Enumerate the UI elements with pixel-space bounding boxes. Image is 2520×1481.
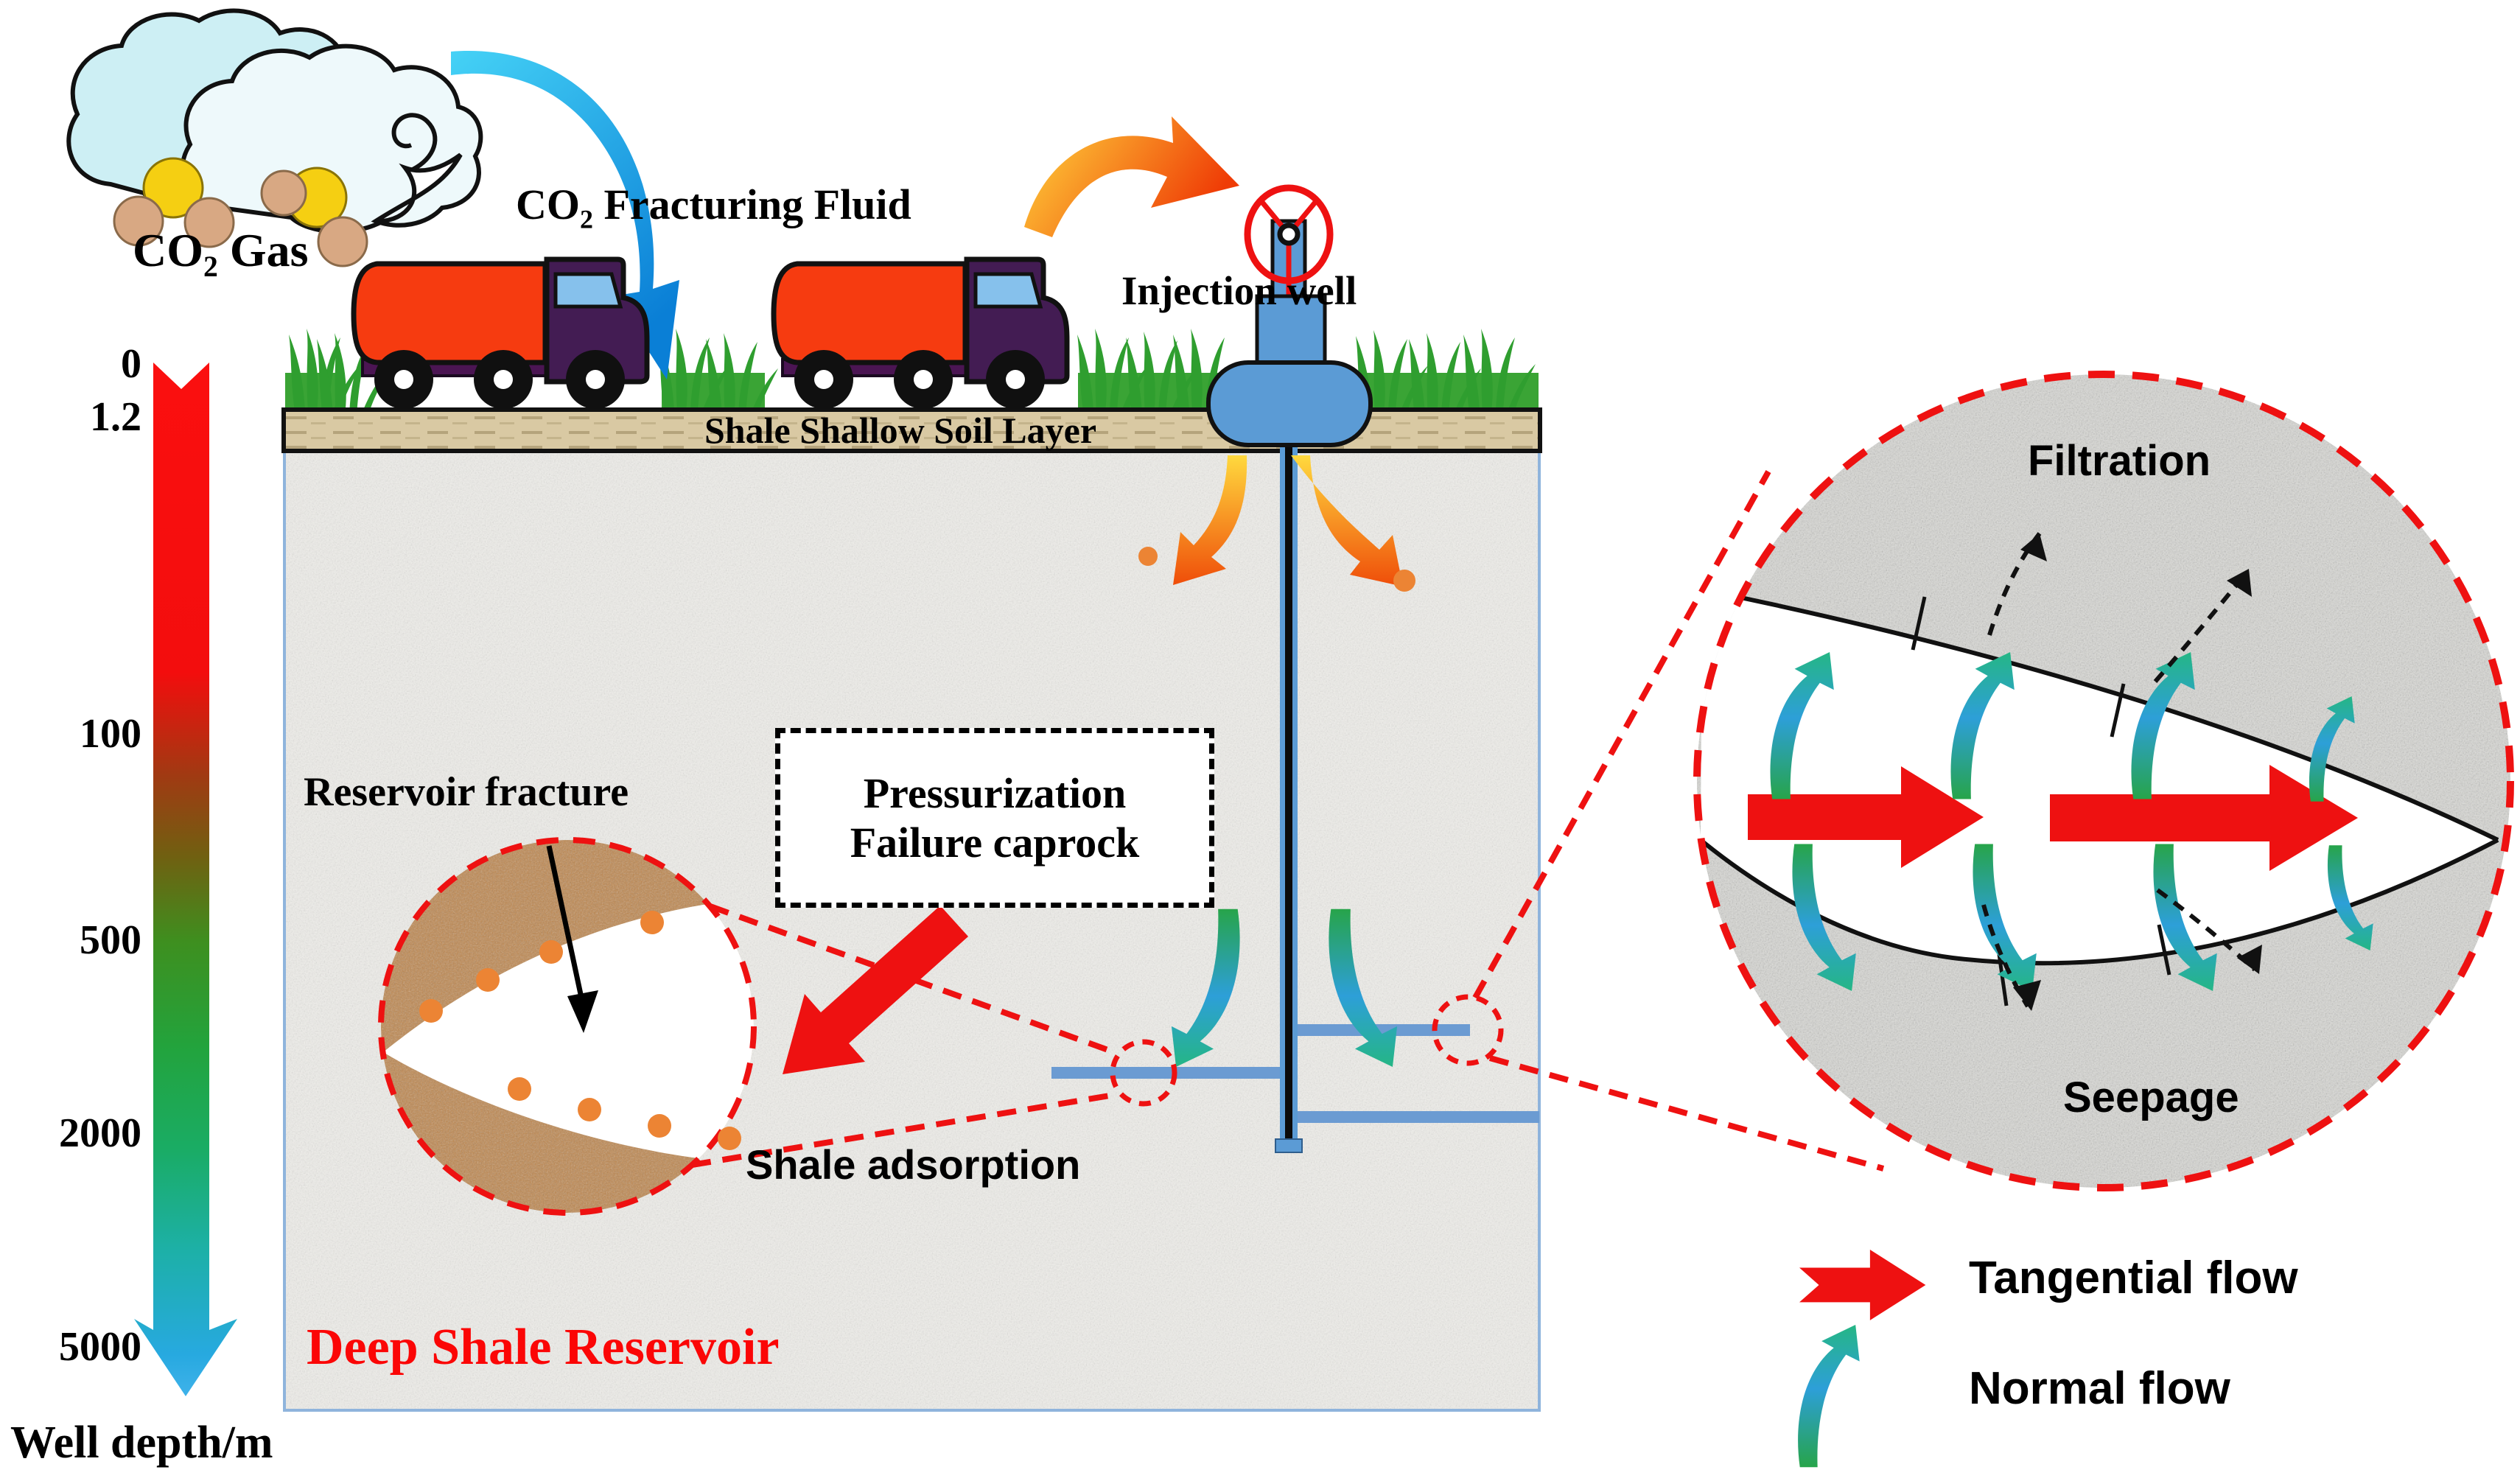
- depth-tick-2000: 2000: [59, 1110, 141, 1156]
- tanker-truck-2: [774, 259, 1067, 409]
- co2-downflow-arrow-right-icon: [1291, 455, 1403, 587]
- filtration-label: Filtration: [2028, 437, 2211, 485]
- co2-particle-right: [1393, 570, 1415, 592]
- hydraulic-fracture-lines: [1051, 1024, 1539, 1123]
- pressurization-line1: Pressurization: [863, 769, 1127, 817]
- deep-shale-reservoir-label: Deep Shale Reservoir: [307, 1319, 780, 1376]
- depth-scale-arrow: [134, 363, 237, 1396]
- zoom-markers: [691, 470, 1885, 1172]
- pressurization-arrow-icon: [783, 906, 968, 1074]
- shale-adsorption-label: Shale adsorption: [746, 1141, 1081, 1188]
- boundary-ticks: [1911, 596, 2171, 1006]
- wellhead: [1206, 184, 1373, 447]
- depth-tick-5000: 5000: [59, 1324, 141, 1370]
- valve-wheel-icon: [1244, 184, 1334, 284]
- fracture-pointer-arrow-icon: [546, 845, 598, 1033]
- tangential-flow-arrows-icon: [1748, 765, 2358, 871]
- tanker-truck-1: [354, 259, 647, 409]
- co2-gas-label: CO2 Gas: [133, 224, 309, 283]
- fracture-zoom-inset: [1693, 371, 2514, 1191]
- seepage-label: Seepage: [2063, 1074, 2239, 1121]
- soil-layer-label: Shale Shallow Soil Layer: [704, 410, 1097, 451]
- fracturing-fluid-label: CO2 Fracturing Fluid: [516, 181, 911, 234]
- legend-tangential-arrow-icon: [1799, 1250, 1926, 1320]
- proppant-particles: [419, 911, 741, 1150]
- co2-cloud: [66, 8, 483, 267]
- depth-tick-100: 100: [80, 711, 141, 757]
- reservoir-fracture-label: Reservoir fracture: [304, 769, 629, 815]
- legend-normal-arrow-icon: [1798, 1325, 1860, 1468]
- wellbore: [1275, 410, 1303, 1153]
- reservoir-fracture-inset: [378, 837, 757, 1216]
- fluid-injection-arrow-icon: [1024, 116, 1239, 237]
- injection-well-label: Injection well: [1121, 268, 1357, 313]
- seepage-arrows-icon: [1981, 888, 2257, 1008]
- well-depth-axis-label: Well depth/m: [10, 1418, 273, 1468]
- pressurization-callout-box: Pressurization Failure caprock: [775, 728, 1214, 908]
- co2-molecule-icon: [113, 157, 368, 267]
- co2-downflow-arrow-left-icon: [1173, 455, 1247, 585]
- co2-particle-left: [1138, 547, 1158, 566]
- filtration-arrowheads: [2013, 533, 2262, 1011]
- depth-tick-0: 0: [121, 341, 141, 387]
- legend-normal-label: Normal flow: [1969, 1363, 2230, 1414]
- depth-tick-1-2: 1.2: [90, 394, 141, 440]
- pressurization-line2: Failure caprock: [850, 819, 1140, 866]
- legend-tangential-label: Tangential flow: [1969, 1253, 2298, 1303]
- depth-tick-500: 500: [80, 917, 141, 963]
